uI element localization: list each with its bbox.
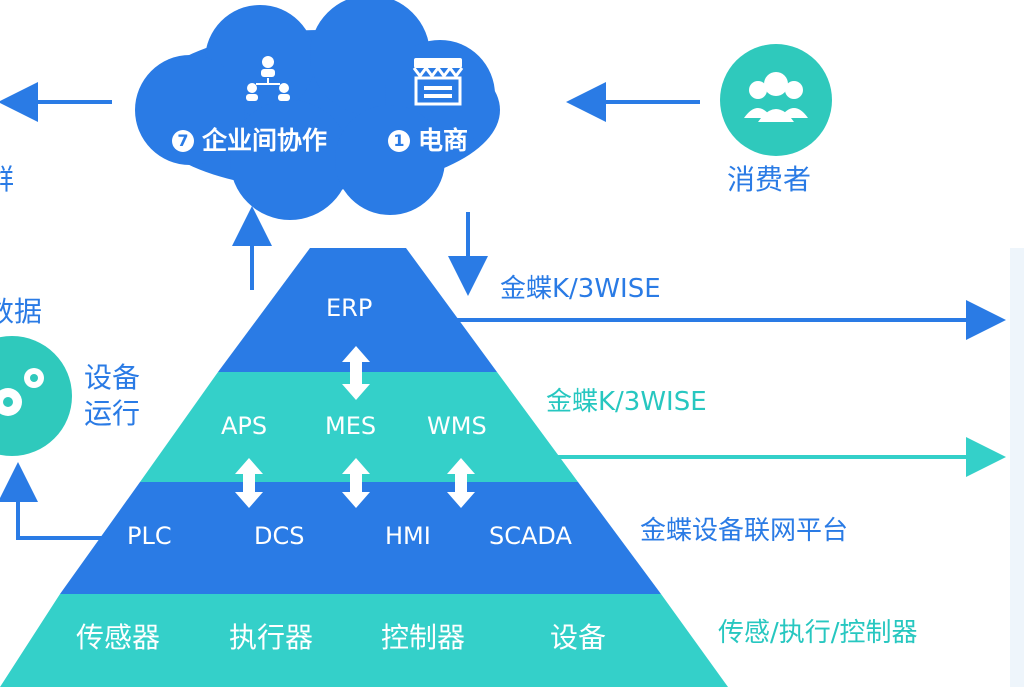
scada-label: SCADA <box>489 522 572 550</box>
hmi-label: HMI <box>385 522 431 550</box>
badge-ecommerce: 1 <box>388 129 410 152</box>
data-label: 数据 <box>0 295 43 328</box>
pyramid-layer-control <box>60 482 661 594</box>
pyramid-layer-devices <box>0 594 728 687</box>
side-label-erp: 金蝶K/3WISE <box>500 274 661 304</box>
aps-label: APS <box>221 412 268 440</box>
side-label-mes: 金蝶K/3WISE <box>546 387 707 417</box>
consumer-label: 消费者 <box>727 163 812 196</box>
double-arrow-wms-hmi <box>447 458 475 508</box>
gears-icon <box>0 368 44 416</box>
people-group-icon <box>744 72 808 122</box>
dcs-label: DCS <box>254 522 305 550</box>
controller-label: 控制器 <box>381 621 466 654</box>
double-arrow-erp-mes <box>342 346 370 400</box>
side-label-sensors: 传感/执行/控制器 <box>718 618 918 648</box>
erp-label: ERP <box>326 294 373 322</box>
collaboration-label: 企业间协作 <box>202 126 328 155</box>
ecommerce-label: 电商 <box>418 126 469 155</box>
badge-collaboration: 7 <box>172 129 194 152</box>
sensor-label: 传感器 <box>76 621 161 654</box>
double-arrow-mes-dcs <box>342 458 370 508</box>
actuator-label: 执行器 <box>229 621 314 654</box>
left-partial-text: 群 <box>0 163 15 196</box>
arrow-control-to-device <box>0 462 112 540</box>
org-chart-icon <box>246 56 290 101</box>
plc-label: PLC <box>127 522 172 550</box>
device-label: 设备 <box>550 621 607 654</box>
device-label-line2: 运行 <box>84 397 141 430</box>
side-panel <box>1010 248 1024 687</box>
cloud-item-ecommerce: 1 电商 <box>388 128 468 153</box>
double-arrow-aps-plc <box>235 458 263 508</box>
mes-label: MES <box>325 412 377 440</box>
consumer-circle <box>720 44 832 156</box>
cloud-shape <box>135 0 500 220</box>
storefront-icon <box>412 58 464 106</box>
pyramid-layer-mes <box>140 372 578 482</box>
gear-circle <box>0 336 72 456</box>
device-label-line1: 设备 <box>84 361 141 394</box>
wms-label: WMS <box>427 412 487 440</box>
pyramid-layer-erp <box>218 248 497 372</box>
cloud-item-collaboration: 7 企业间协作 <box>172 128 327 153</box>
side-label-iot: 金蝶设备联网平台 <box>640 516 849 546</box>
